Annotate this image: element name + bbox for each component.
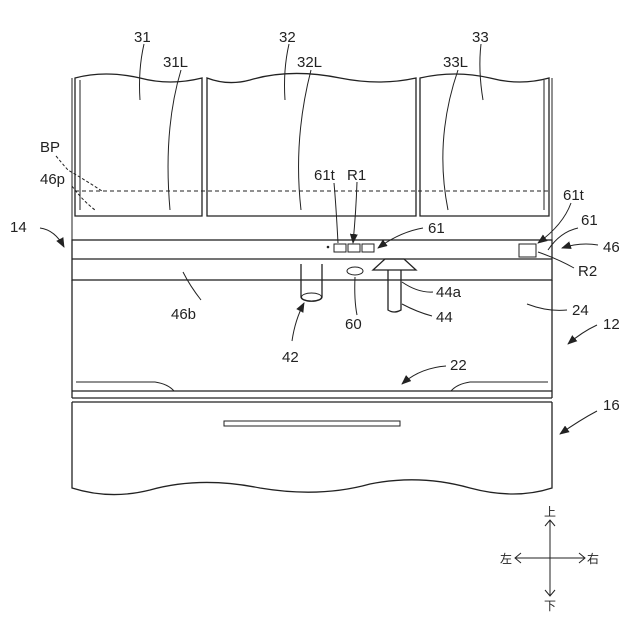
label-42: 42 xyxy=(282,349,299,366)
label-44a: 44a xyxy=(436,284,462,301)
lower-part-16 xyxy=(72,402,552,495)
band-46 xyxy=(72,240,552,280)
reference-labels: 31 32 33 31L 32L 33L BP 46p 14 61t R1 61… xyxy=(10,29,620,414)
label-BP: BP xyxy=(40,139,60,156)
label-22: 22 xyxy=(450,357,467,374)
label-61t-right: 61t xyxy=(563,187,585,204)
panel-33 xyxy=(420,74,549,216)
label-32: 32 xyxy=(279,29,296,46)
label-31L: 31L xyxy=(163,54,188,71)
compass-down-label: 下 xyxy=(544,599,556,613)
label-61-center: 61 xyxy=(428,220,445,237)
compass-up-label: 上 xyxy=(544,505,556,519)
label-46: 46 xyxy=(603,239,620,256)
label-44: 44 xyxy=(436,309,453,326)
direction-compass: 上 下 左 右 xyxy=(500,505,599,613)
label-R1: R1 xyxy=(347,167,366,184)
label-46p: 46p xyxy=(40,171,65,188)
panel-31 xyxy=(75,74,202,216)
label-33L: 33L xyxy=(443,54,468,71)
label-60: 60 xyxy=(345,316,362,333)
label-24: 24 xyxy=(572,302,589,319)
label-61t-center: 61t xyxy=(314,167,336,184)
panel-32 xyxy=(207,73,416,216)
compass-right-label: 右 xyxy=(587,551,599,566)
tags-61t-center xyxy=(327,244,374,252)
label-12: 12 xyxy=(603,316,620,333)
compass-left-label: 左 xyxy=(500,551,512,566)
label-31: 31 xyxy=(134,29,151,46)
label-33: 33 xyxy=(472,29,489,46)
label-16: 16 xyxy=(603,397,620,414)
label-R2: R2 xyxy=(578,263,597,280)
tag-61t-right xyxy=(519,244,536,257)
part-60-oval xyxy=(347,267,363,275)
part-42-cylinder xyxy=(301,264,322,301)
leader-lines xyxy=(40,44,598,434)
label-14: 14 xyxy=(10,219,27,236)
label-46b: 46b xyxy=(171,306,196,323)
body-24 xyxy=(72,280,552,402)
part-44-pin xyxy=(373,259,416,312)
label-32L: 32L xyxy=(297,54,322,71)
label-61-right: 61 xyxy=(581,212,598,229)
